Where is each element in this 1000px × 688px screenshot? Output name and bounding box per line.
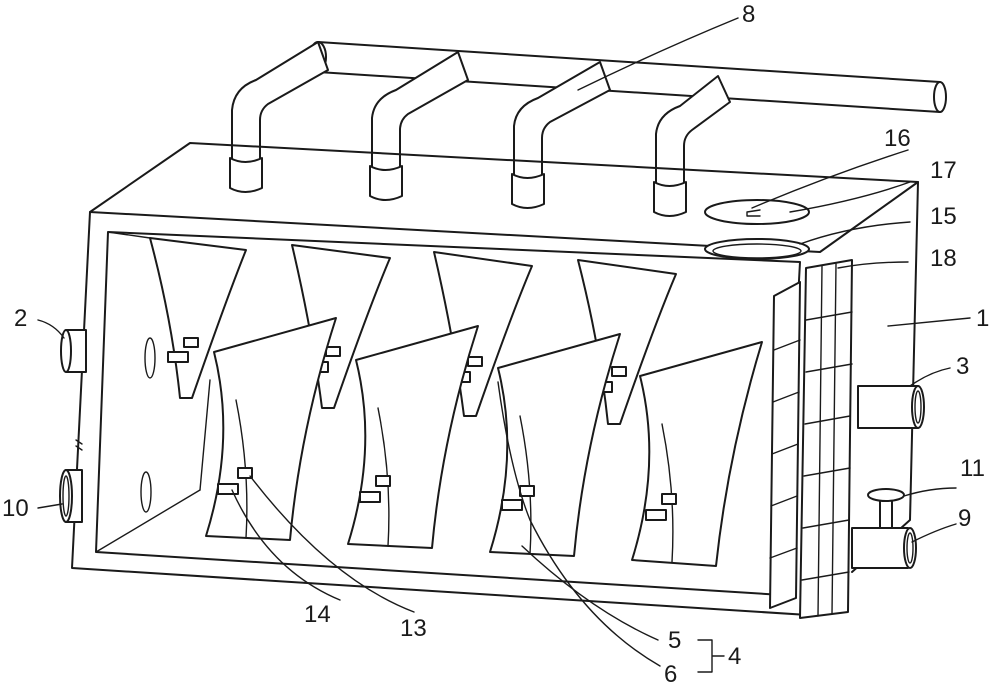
label-4: 4: [728, 643, 741, 670]
valve-assembly: [852, 489, 916, 568]
label-2: 2: [14, 305, 27, 332]
label-17: 17: [930, 157, 957, 184]
label-15: 15: [930, 203, 957, 230]
label-18: 18: [930, 245, 957, 272]
label-8: 8: [742, 1, 755, 28]
label-3: 3: [956, 353, 969, 380]
label-16: 16: [884, 125, 911, 152]
outlet-pipe: [858, 386, 924, 428]
label-5: 5: [668, 627, 681, 654]
label-9: 9: [958, 505, 971, 532]
filter-frame: [770, 260, 852, 618]
label-13: 13: [400, 615, 427, 642]
hatch-ring: [705, 239, 809, 259]
label-14: 14: [304, 601, 331, 628]
elbow-pipe-1: [230, 42, 328, 192]
exhaust-manifold: [230, 42, 946, 216]
inlet-pipe: [61, 330, 86, 372]
label-6: 6: [664, 661, 677, 688]
label-11: 11: [960, 455, 985, 482]
label-10: 10: [2, 495, 29, 522]
label-1: 1: [976, 305, 989, 332]
elbow-pipe-4: [654, 76, 730, 216]
